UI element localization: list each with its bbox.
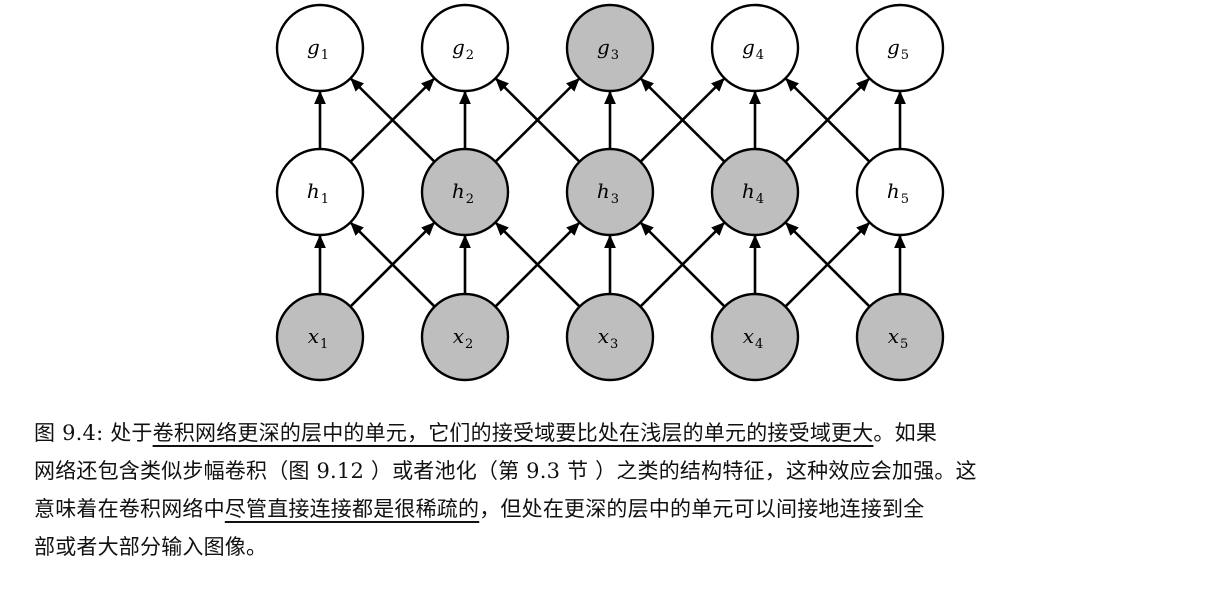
- edge-h3-to-g2: [495, 78, 581, 163]
- node-x2: x2: [420, 292, 510, 382]
- node-circle: [565, 292, 655, 382]
- node-g4: g4: [710, 3, 800, 93]
- node-label: g3: [597, 35, 619, 63]
- node-x4: x4: [710, 292, 800, 382]
- node-g5: g5: [855, 3, 945, 93]
- caption-text: 网络还包含类似步幅卷积（图 9.12 ）或者池化（第 9.3 节 ）之类的结构特…: [34, 459, 977, 483]
- node-label: h3: [597, 179, 619, 207]
- edge-x3-to-h2: [495, 222, 581, 308]
- node-x3: x3: [565, 292, 655, 382]
- node-h4: h4: [710, 147, 800, 237]
- node-circle: [420, 3, 510, 93]
- caption-underlined-sparse-connections: 尽管直接连接都是很稀疏的: [224, 497, 480, 521]
- node-layer: g1 g2 g3 g4 g5 h1 h2 h3 h4 h5 x1 x2 x3 x4 x5: [275, 3, 945, 382]
- caption-line-3: 意味着在卷积网络中尽管直接连接都是很稀疏的，但处在更深的层中的单元可以间接地连接…: [34, 490, 1204, 528]
- caption-underlined-receptive-field: 卷积网络更深的层中的单元，它们的接受域要比处在浅层的单元的接受域更大: [152, 421, 874, 445]
- node-circle: [275, 292, 365, 382]
- node-label: g1: [307, 35, 329, 63]
- node-x1: x1: [275, 292, 365, 382]
- edge-h4-to-g3: [640, 78, 726, 163]
- node-label: h2: [452, 179, 474, 207]
- node-circle: [420, 292, 510, 382]
- node-label: x2: [453, 324, 474, 352]
- node-circle: [565, 3, 655, 93]
- caption-text: ，但处在更深的层中的单元可以间接地连接到全: [479, 497, 925, 521]
- node-label: h4: [742, 179, 764, 207]
- node-circle: [855, 147, 945, 237]
- node-label: g5: [887, 35, 909, 63]
- node-h5: h5: [855, 147, 945, 237]
- caption-line-4: 部或者大部分输入图像。: [34, 528, 1204, 566]
- node-label: g4: [742, 35, 764, 63]
- edge-x4-to-h3: [640, 222, 726, 308]
- node-circle: [275, 147, 365, 237]
- node-label: h5: [887, 179, 909, 207]
- node-circle: [710, 147, 800, 237]
- node-h1: h1: [275, 147, 365, 237]
- node-circle: [710, 3, 800, 93]
- node-g1: g1: [275, 3, 365, 93]
- node-x5: x5: [855, 292, 945, 382]
- node-g2: g2: [420, 3, 510, 93]
- edge-h2-to-g1: [350, 78, 436, 163]
- edge-layer: [314, 78, 906, 308]
- node-label: x5: [888, 324, 909, 352]
- caption-line-2: 网络还包含类似步幅卷积（图 9.12 ）或者池化（第 9.3 节 ）之类的结构特…: [34, 452, 1204, 490]
- caption-text: 意味着在卷积网络中: [34, 497, 225, 521]
- figure-caption: 图 9.4: 处于卷积网络更深的层中的单元，它们的接受域要比处在浅层的单元的接受…: [34, 414, 1204, 566]
- node-h3: h3: [565, 147, 655, 237]
- caption-line-1: 图 9.4: 处于卷积网络更深的层中的单元，它们的接受域要比处在浅层的单元的接受…: [34, 414, 1204, 452]
- node-circle: [275, 3, 365, 93]
- node-label: g2: [452, 35, 474, 63]
- node-g3: g3: [565, 3, 655, 93]
- receptive-field-diagram: g1 g2 g3 g4 g5 h1 h2 h3 h4 h5 x1 x2 x3 x4 x5: [275, 3, 945, 382]
- edge-x2-to-h1: [350, 222, 436, 308]
- node-label: x4: [743, 324, 764, 352]
- edge-x5-to-h4: [785, 222, 871, 308]
- caption-fig-label: 图 9.4: 处于: [34, 421, 153, 445]
- node-h2: h2: [420, 147, 510, 237]
- node-label: x3: [598, 324, 619, 352]
- node-label: x1: [308, 324, 329, 352]
- edge-h5-to-g4: [785, 78, 871, 163]
- caption-text: 部或者大部分输入图像。: [34, 535, 268, 559]
- node-circle: [855, 3, 945, 93]
- node-circle: [710, 292, 800, 382]
- caption-text: 。如果: [873, 421, 938, 445]
- node-circle: [420, 147, 510, 237]
- node-circle: [855, 292, 945, 382]
- node-circle: [565, 147, 655, 237]
- node-label: h1: [307, 179, 329, 207]
